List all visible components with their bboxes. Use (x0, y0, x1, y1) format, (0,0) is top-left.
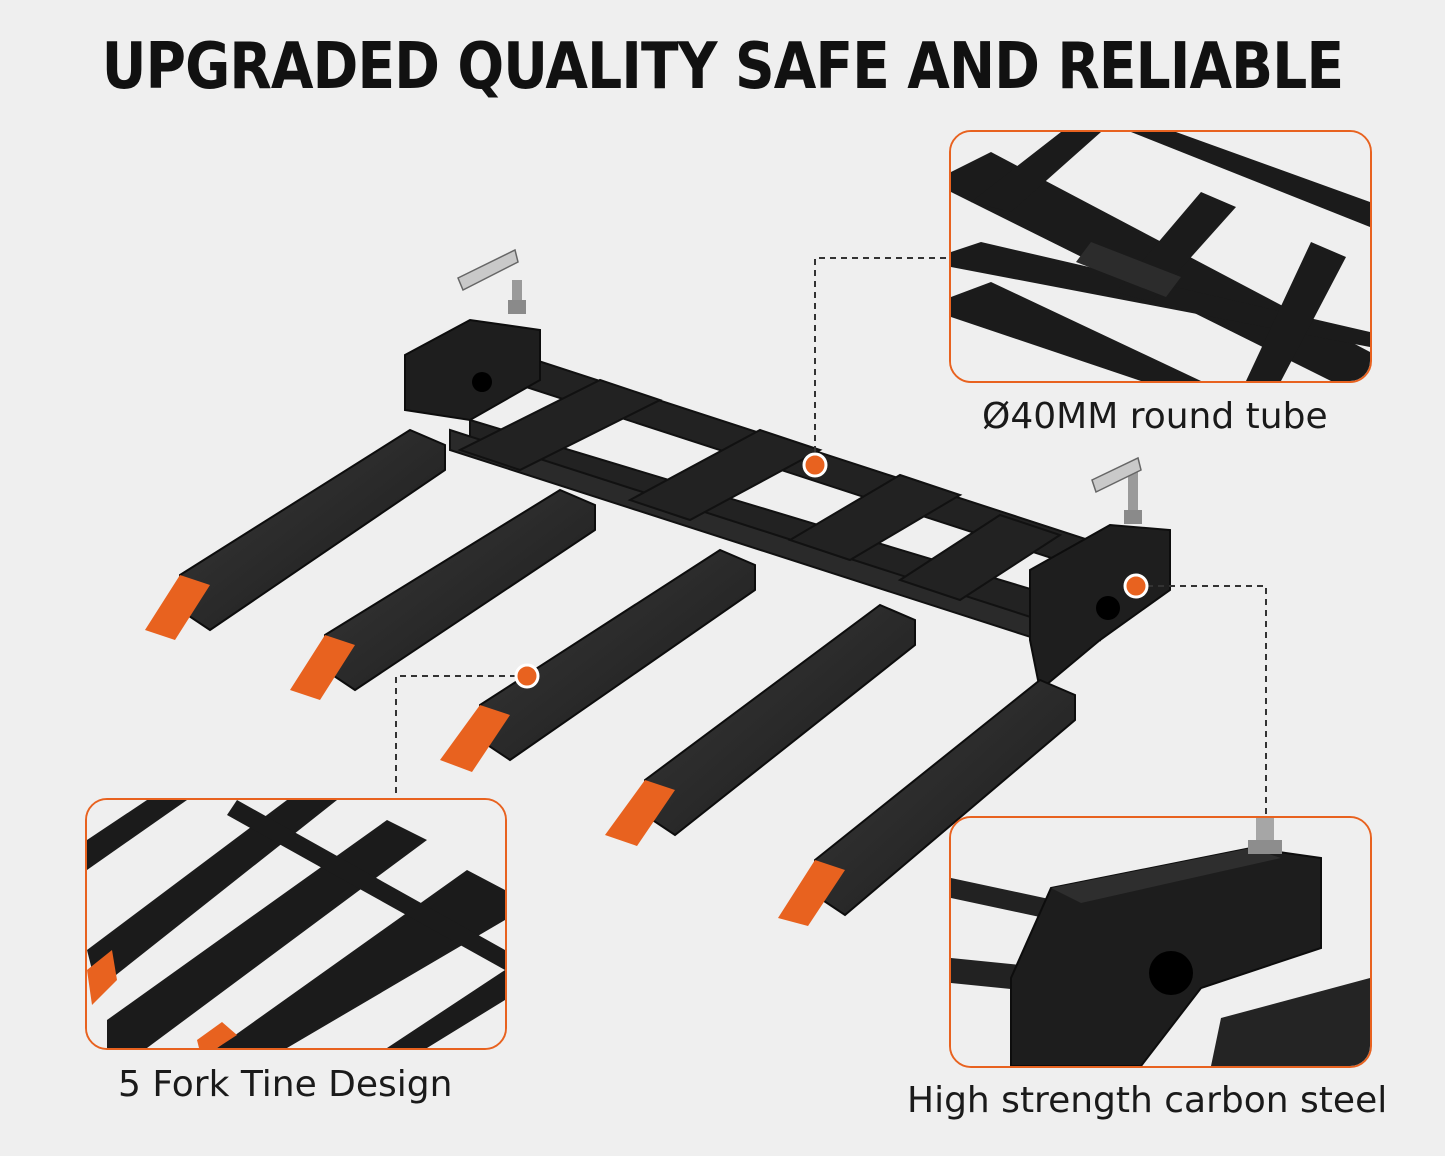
left-mount-bracket (404, 248, 541, 422)
tine-3 (440, 548, 756, 772)
tube-caption: Ø40MM round tube (982, 396, 1328, 437)
tine-1 (145, 428, 446, 640)
tine-5 (778, 678, 1076, 926)
steel-detail-image (951, 818, 1370, 1066)
steel-detail-callout (949, 816, 1372, 1068)
tines-detail-image (87, 800, 505, 1048)
tines-caption: 5 Fork Tine Design (118, 1064, 453, 1105)
tube-detail-image (951, 132, 1370, 381)
right-mount-bracket (1029, 456, 1171, 692)
tines-detail-callout (85, 798, 507, 1050)
tine-4 (605, 603, 916, 846)
callout-leaders (395, 257, 1267, 816)
steel-caption: High strength carbon steel (907, 1080, 1388, 1121)
fork-tines (145, 428, 1076, 926)
tube-detail-callout (949, 130, 1372, 383)
rear-frame (449, 353, 1151, 642)
tine-2 (290, 488, 596, 700)
page-title: UPGRADED QUALITY SAFE AND RELIABLE (101, 30, 1344, 104)
callout-markers (514, 452, 1149, 689)
